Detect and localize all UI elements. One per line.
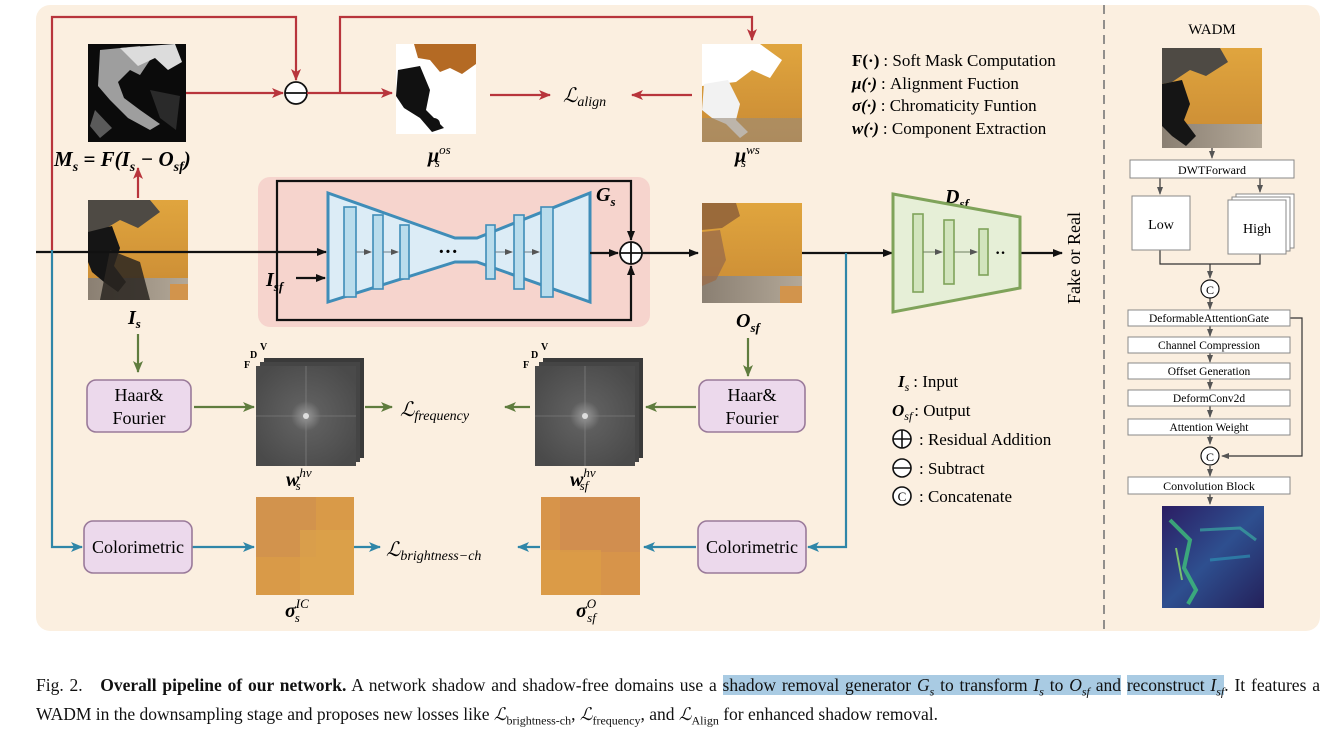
unet-ellipsis: ··· — [438, 241, 458, 263]
wadm-low-box: Low — [1131, 195, 1191, 251]
fft-stack-left — [256, 358, 364, 466]
legend-functions: F(·): Soft Mask Computation μ(·): Alignm… — [851, 51, 1056, 138]
is-label: Is — [127, 307, 141, 331]
haar-fourier-box-left: Haar& Fourier — [86, 379, 192, 433]
caption-title: Overall pipeline of our network. — [100, 675, 347, 695]
svg-text:Haar&: Haar& — [115, 385, 164, 405]
fft-stack-right — [535, 358, 643, 466]
svg-text:Fourier: Fourier — [726, 408, 779, 428]
legend-output: Osf: Output — [892, 401, 971, 423]
fake-or-real-label: Fake or Real — [1064, 212, 1084, 304]
svg-text:High: High — [1243, 222, 1271, 237]
discriminator-shape — [891, 192, 1022, 314]
legend-residual: : Residual Addition — [919, 430, 1052, 449]
fdv-right-v: V — [541, 342, 549, 353]
l-frequency-label: ℒfrequency — [400, 399, 470, 424]
legend-item-mu: μ(·): Alignment Fuction — [851, 74, 1019, 93]
sigma-sf-image — [541, 497, 640, 595]
svg-text:Colorimetric: Colorimetric — [706, 537, 798, 557]
wadm-step-2: Channel Compression — [1158, 340, 1260, 352]
colorimetric-box-left: Colorimetric — [83, 520, 193, 574]
haar-fourier-box-right: Haar& Fourier — [698, 379, 806, 433]
wadm-attention-map — [1162, 506, 1264, 608]
legend-symbols: Is: Input Osf: Output : Residual Additio… — [892, 372, 1052, 506]
wadm-dwt-box: DWTForward — [1129, 159, 1295, 179]
svg-text:Colorimetric: Colorimetric — [92, 537, 184, 557]
mu-os-image — [396, 44, 476, 134]
discriminator-ellipsis: ·· — [995, 245, 1006, 262]
panel-background — [36, 5, 1320, 631]
mu-ws-image — [702, 44, 802, 142]
residual-add-node — [619, 241, 643, 265]
unet-decoder-blocks — [485, 206, 554, 298]
legend-concat-icon — [892, 486, 912, 506]
red-arrow-to-subtract-top — [50, 15, 301, 250]
legend-item-w: w(·): Component Extraction — [852, 119, 1047, 138]
colorimetric-box-right: Colorimetric — [697, 520, 807, 574]
input-image — [88, 200, 188, 300]
generator-label: Gs — [596, 184, 616, 209]
fdv-left-v: V — [260, 342, 268, 353]
wadm-high-box: High — [1227, 193, 1295, 255]
legend-item-f: F(·): Soft Mask Computation — [852, 51, 1056, 70]
svg-text:Low: Low — [1148, 218, 1175, 233]
output-image — [702, 203, 802, 303]
subtract-node — [284, 81, 308, 105]
fdv-left-f: F — [244, 360, 250, 371]
caption-highlight-1: shadow removal generator Gs to transform… — [722, 675, 1121, 699]
svg-text:Fourier: Fourier — [113, 408, 166, 428]
osf-label: Osf — [736, 310, 762, 335]
wadm-step-4: DeformConv2d — [1173, 393, 1245, 405]
wadm-step-3: Offset Generation — [1168, 366, 1251, 378]
svg-text:C: C — [1206, 283, 1214, 297]
svg-text:DWTForward: DWTForward — [1178, 163, 1246, 177]
legend-concat: : Concatenate — [919, 487, 1012, 506]
red-arrow-to-mu-ws — [338, 15, 757, 93]
wadm-concat-node-1: C — [1200, 279, 1220, 299]
blue-arrow-osf-to-colorimetric — [807, 253, 848, 552]
blue-arrow-is-to-colorimetric — [50, 250, 83, 552]
sigma-s-image — [256, 497, 354, 595]
fdv-right-d: D — [531, 350, 538, 361]
legend-input: Is: Input — [897, 372, 958, 394]
wadm-concat-node-2: C — [1200, 446, 1220, 466]
wadm-title: WADM — [1188, 22, 1236, 38]
l-align-label: ℒalign — [563, 85, 606, 110]
legend-item-sigma: σ(·): Chromaticity Funtion — [852, 96, 1037, 115]
wadm-step-1: DeformableAttentionGate — [1149, 313, 1269, 325]
legend-subtract: : Subtract — [919, 459, 985, 478]
mask-equation: Ms = F(Is − Osf) — [53, 147, 191, 175]
wadm-step-5: Attention Weight — [1169, 422, 1249, 434]
figure-caption: Fig. 2. Overall pipeline of our network.… — [36, 675, 1320, 727]
l-brightness-label: ℒbrightness−ch — [386, 539, 481, 564]
isf-label: Isf — [265, 269, 285, 294]
svg-text:C: C — [1206, 450, 1214, 464]
svg-text:Haar&: Haar& — [728, 385, 777, 405]
svg-text:Convolution Block: Convolution Block — [1163, 479, 1255, 493]
discriminator-blocks — [912, 213, 989, 293]
fdv-left-d: D — [250, 350, 257, 361]
wadm-steps: DeformableAttentionGate Channel Compress… — [1127, 309, 1291, 436]
svg-text:C: C — [898, 489, 907, 504]
arrow-skip-top — [275, 179, 635, 252]
unet-encoder-blocks — [343, 206, 410, 298]
mask-image — [88, 44, 186, 142]
arrow-skip-bottom — [275, 252, 635, 322]
wadm-input-image — [1162, 48, 1262, 148]
caption-highlight-2: reconstruct Isf — [1126, 675, 1225, 699]
wadm-conv-box: Convolution Block — [1127, 476, 1291, 495]
fdv-right-f: F — [523, 360, 529, 371]
